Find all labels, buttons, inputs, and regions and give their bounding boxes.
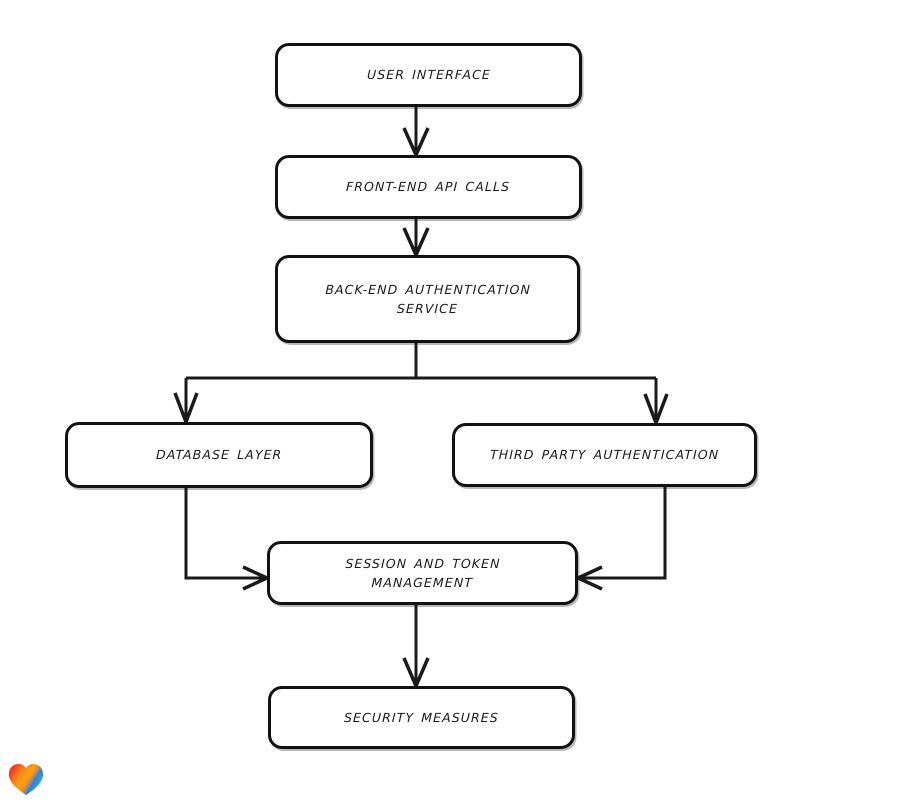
node-security-measures[interactable]: Security Measures	[268, 686, 575, 749]
node-frontend-api[interactable]: Front-End API Calls	[275, 155, 582, 219]
arrowhead-database-to-session	[242, 565, 272, 591]
node-database-layer[interactable]: Database Layer	[65, 422, 373, 488]
arrowhead-frontend-to-backend	[402, 227, 430, 260]
node-third-party-auth[interactable]: Third Party Authentication	[452, 423, 757, 487]
arrowhead-bus-to-thirdparty	[643, 393, 669, 428]
node-label: Back-End Authentication Service	[324, 281, 531, 316]
arrowhead-ui-to-frontend	[402, 127, 430, 160]
node-label: Security Measures	[343, 709, 500, 725]
node-label: Session and Token Management	[344, 555, 501, 590]
arrowhead-session-to-security	[402, 657, 430, 691]
node-session-token[interactable]: Session and Token Management	[267, 541, 578, 605]
node-label: Third Party Authentication	[489, 447, 720, 463]
heart-icon	[9, 764, 43, 795]
arrowhead-bus-to-database	[173, 392, 199, 427]
node-label: User Interface	[366, 67, 491, 83]
node-user-interface[interactable]: User Interface	[275, 43, 582, 107]
arrowhead-thirdparty-to-session	[573, 565, 603, 591]
node-backend-auth[interactable]: Back-End Authentication Service	[275, 255, 580, 343]
node-label: Database Layer	[155, 447, 283, 463]
node-label: Front-End API Calls	[346, 179, 511, 195]
edge-thirdparty-to-session	[581, 487, 667, 580]
edge-database-to-session	[184, 488, 264, 580]
